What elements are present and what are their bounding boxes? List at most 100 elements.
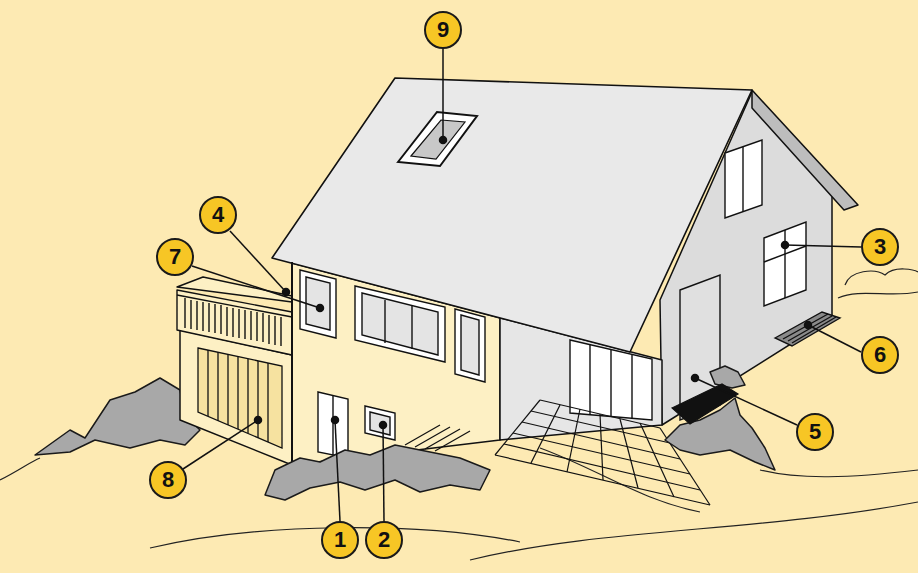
leader-line — [192, 266, 320, 308]
light-well — [775, 312, 840, 346]
balcony — [238, 309, 239, 338]
leader-line — [442, 49, 444, 140]
callout-circle: 5 — [796, 413, 834, 451]
callout-circle: 2 — [365, 521, 403, 559]
drain-block — [672, 384, 738, 424]
paving — [531, 411, 670, 443]
paving — [640, 423, 674, 497]
window — [784, 230, 785, 298]
garage-door — [237, 357, 238, 429]
balcony — [177, 290, 292, 355]
balcony — [220, 305, 221, 334]
paving — [567, 409, 580, 472]
window — [631, 355, 632, 419]
balcony — [268, 315, 269, 344]
skylight — [398, 112, 477, 166]
corner-post — [291, 262, 293, 465]
light-well — [788, 316, 832, 341]
leader-line — [383, 425, 384, 521]
leader-line — [255, 417, 262, 424]
callout-circle: 1 — [321, 521, 359, 559]
balcony — [274, 316, 275, 345]
callout-number: 9 — [437, 19, 449, 41]
callout-number: 4 — [212, 204, 224, 226]
leader-line — [695, 378, 797, 425]
paving — [540, 400, 660, 428]
window — [455, 309, 485, 382]
window — [300, 140, 806, 440]
window — [610, 350, 611, 417]
skylight — [398, 112, 477, 166]
steps — [405, 425, 440, 445]
rock — [265, 445, 490, 500]
callout-circle: 9 — [424, 11, 462, 49]
window — [725, 140, 762, 218]
balcony — [280, 317, 281, 346]
light-well — [792, 317, 836, 343]
balcony — [256, 312, 257, 341]
window — [306, 277, 330, 330]
leader-line — [440, 137, 447, 144]
ground-line — [845, 269, 918, 285]
callout-number: 5 — [809, 421, 821, 443]
balcony — [177, 277, 292, 355]
paving — [504, 444, 700, 490]
window — [370, 412, 390, 435]
callout-number: 7 — [169, 246, 181, 268]
window — [411, 306, 412, 349]
door — [332, 396, 333, 455]
balcony — [190, 300, 191, 329]
leader-line — [183, 49, 861, 521]
garage-door — [207, 350, 208, 416]
skylight — [411, 120, 465, 159]
steps — [425, 429, 460, 449]
paving — [495, 455, 710, 505]
rock — [265, 366, 775, 500]
leader-line — [230, 231, 286, 292]
window — [589, 345, 590, 415]
rock — [35, 378, 200, 455]
leader-line — [808, 325, 861, 352]
balcony — [184, 298, 185, 328]
balcony — [250, 311, 251, 340]
leader-line — [283, 289, 290, 296]
right-gable-wall — [752, 90, 858, 210]
leader-line — [183, 420, 258, 469]
garage-door — [217, 352, 218, 421]
window — [365, 406, 395, 440]
leader-line — [335, 420, 340, 521]
steps — [435, 431, 470, 451]
window — [570, 340, 652, 420]
paving — [513, 433, 690, 474]
door — [318, 392, 348, 458]
light-well — [775, 312, 840, 346]
garage-door — [267, 363, 268, 442]
leader-line — [332, 417, 339, 424]
garage-door — [247, 359, 248, 433]
paving — [620, 419, 638, 488]
callout-circle: 6 — [861, 336, 899, 374]
window — [764, 222, 806, 306]
rock — [710, 366, 745, 388]
callout-number: 2 — [378, 529, 390, 551]
balcony — [177, 295, 292, 317]
window — [384, 300, 385, 343]
window — [362, 293, 438, 355]
callout-number: 6 — [874, 344, 886, 366]
leader-line — [692, 375, 699, 382]
callout-circle: 7 — [156, 238, 194, 276]
window — [355, 286, 445, 362]
garage-door — [198, 348, 282, 448]
garage-door — [227, 354, 228, 425]
ground-line — [838, 292, 918, 298]
leader-line — [380, 422, 387, 429]
door — [318, 275, 720, 458]
callout-circle: 8 — [149, 461, 187, 499]
garage-door — [257, 361, 258, 438]
callout-number: 3 — [874, 236, 886, 258]
steps — [405, 425, 470, 451]
callout-number: 8 — [162, 469, 174, 491]
